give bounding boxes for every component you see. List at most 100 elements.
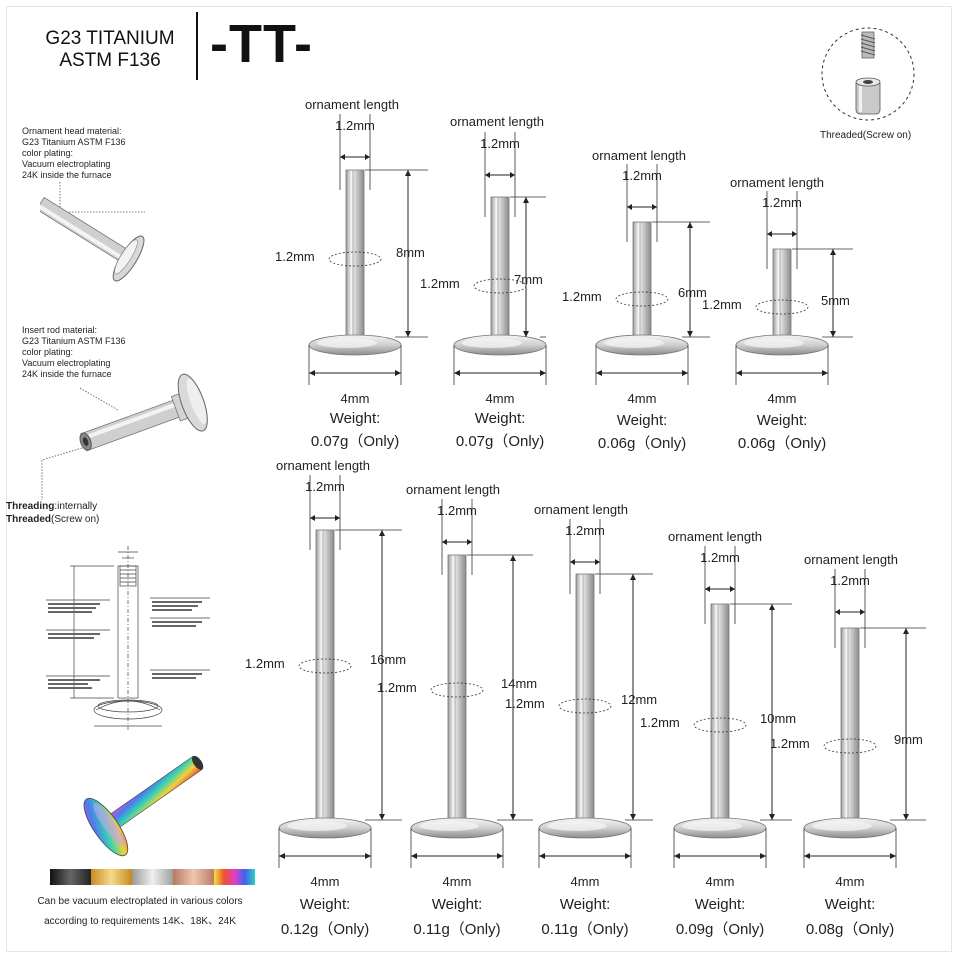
length-label: 14mm	[501, 676, 538, 691]
top-width-label: 1.2mm	[437, 503, 477, 518]
length-label: 12mm	[621, 692, 658, 707]
screw-thread-icon	[860, 31, 876, 59]
black-swatch	[50, 869, 91, 885]
base-width-label: 4mm	[705, 874, 735, 889]
disk-highlight	[317, 338, 377, 348]
thread-inset-caption: Threaded(Screw on)	[820, 130, 912, 141]
threaded-bold: Threaded	[6, 514, 52, 525]
diameter-marker	[430, 682, 484, 698]
weight-value: 0.07g（Only)	[310, 433, 400, 450]
note-line: G23 Titanium ASTM F136	[22, 336, 126, 346]
labret-spec-3	[595, 164, 710, 385]
weight-label: Weight:	[474, 410, 526, 427]
labret-spec-7	[538, 519, 653, 868]
threading-bold: Threading	[6, 501, 55, 512]
top-width-label: 1.2mm	[480, 136, 520, 151]
top-width-label: 1.2mm	[700, 550, 740, 565]
length-label: 9mm	[894, 732, 923, 747]
shaft	[315, 529, 335, 825]
diameter-label: 1.2mm	[702, 297, 742, 312]
weight-label: Weight:	[694, 896, 746, 913]
diameter-label: 1.2mm	[640, 715, 680, 730]
diameter-marker	[328, 251, 382, 267]
disk-highlight	[419, 821, 479, 831]
labret-spec-4	[735, 191, 853, 385]
ornament-length-label: ornament length	[804, 552, 898, 567]
gold-swatch	[91, 869, 132, 885]
diameter-marker	[693, 717, 747, 733]
ornament-length-label: ornament length	[668, 529, 762, 544]
note-line: Insert rod material:	[22, 325, 98, 335]
rod-material-note: Insert rod material: G23 Titanium ASTM F…	[22, 325, 126, 380]
disk-highlight	[462, 338, 522, 348]
shaft	[345, 169, 365, 342]
weight-value: 0.11g（Only)	[541, 921, 629, 938]
top-width-label: 1.2mm	[305, 479, 345, 494]
diameter-marker	[473, 278, 527, 294]
shaft	[490, 196, 510, 342]
note-line: 24K inside the furnace	[22, 170, 112, 180]
note-line: color plating:	[22, 148, 74, 158]
disk-highlight	[547, 821, 607, 831]
brand-logo: -TT-	[210, 14, 313, 74]
base-width-label: 4mm	[485, 391, 515, 406]
ornament-length-label: ornament length	[406, 482, 500, 497]
head-material-note: Ornament head material: G23 Titanium AST…	[22, 126, 126, 181]
ornament-length-label: ornament length	[276, 458, 370, 473]
weight-label: Weight:	[299, 896, 351, 913]
note-line: Vacuum electroplating	[22, 358, 111, 368]
disk-highlight	[682, 821, 742, 831]
length-label: 6mm	[678, 285, 707, 300]
page-frame	[6, 6, 952, 952]
technical-drawing	[46, 546, 210, 730]
rose-gold-swatch	[173, 869, 214, 885]
weight-value: 0.06g（Only)	[597, 435, 687, 452]
diameter-label: 1.2mm	[420, 276, 460, 291]
ornament-length-label: ornament length	[534, 502, 628, 517]
weight-value: 0.09g（Only)	[675, 921, 765, 938]
weight-value: 0.06g（Only)	[737, 435, 827, 452]
weight-label: Weight:	[756, 412, 808, 429]
diameter-label: 1.2mm	[505, 696, 545, 711]
shaft	[447, 554, 467, 825]
labret-spec-9	[803, 569, 926, 868]
ornament-length-label: ornament length	[730, 175, 824, 190]
diameter-marker	[755, 299, 809, 315]
weight-value: 0.12g（Only)	[280, 921, 370, 938]
top-width-label: 1.2mm	[335, 118, 375, 133]
material-title: G23 TITANIUM ASTM F136	[40, 28, 180, 72]
weight-value: 0.07g（Only)	[455, 433, 545, 450]
colors-caption-line-1: Can be vacuum electroplated in various c…	[37, 896, 243, 907]
head-pin-illustration	[40, 182, 145, 282]
diameter-label: 1.2mm	[275, 249, 315, 264]
insert-rod-illustration	[41, 373, 208, 500]
silver-swatch	[132, 869, 173, 885]
diameter-marker	[823, 738, 877, 754]
length-label: 10mm	[760, 711, 797, 726]
weight-label: Weight:	[824, 896, 876, 913]
note-line: 24K inside the furnace	[22, 369, 112, 379]
diameter-label: 1.2mm	[245, 656, 285, 671]
labret-spec-2	[453, 132, 547, 385]
top-width-label: 1.2mm	[622, 168, 662, 183]
header-divider	[196, 12, 198, 80]
shaft	[772, 248, 792, 342]
ornament-length-label: ornament length	[305, 97, 399, 112]
length-label: 7mm	[514, 272, 543, 287]
note-line: Vacuum electroplating	[22, 159, 111, 169]
weight-label: Weight:	[329, 410, 381, 427]
colors-caption: Can be vacuum electroplated in various c…	[10, 892, 270, 932]
weight-value: 0.08g（Only)	[805, 921, 895, 938]
diameter-marker	[615, 291, 669, 307]
diameter-label: 1.2mm	[770, 736, 810, 751]
labret-spec-6	[410, 499, 533, 868]
labret-spec-8	[673, 546, 792, 868]
note-line: color plating:	[22, 347, 74, 357]
top-width-label: 1.2mm	[830, 573, 870, 588]
length-label: 5mm	[821, 293, 850, 308]
rainbow-swatch	[214, 869, 255, 885]
base-width-label: 4mm	[570, 874, 600, 889]
threading-note: Threading:internally Threaded(Screw on)	[6, 500, 99, 526]
colors-caption-line-2: according to requirements 14K、18K、24K	[44, 916, 236, 927]
